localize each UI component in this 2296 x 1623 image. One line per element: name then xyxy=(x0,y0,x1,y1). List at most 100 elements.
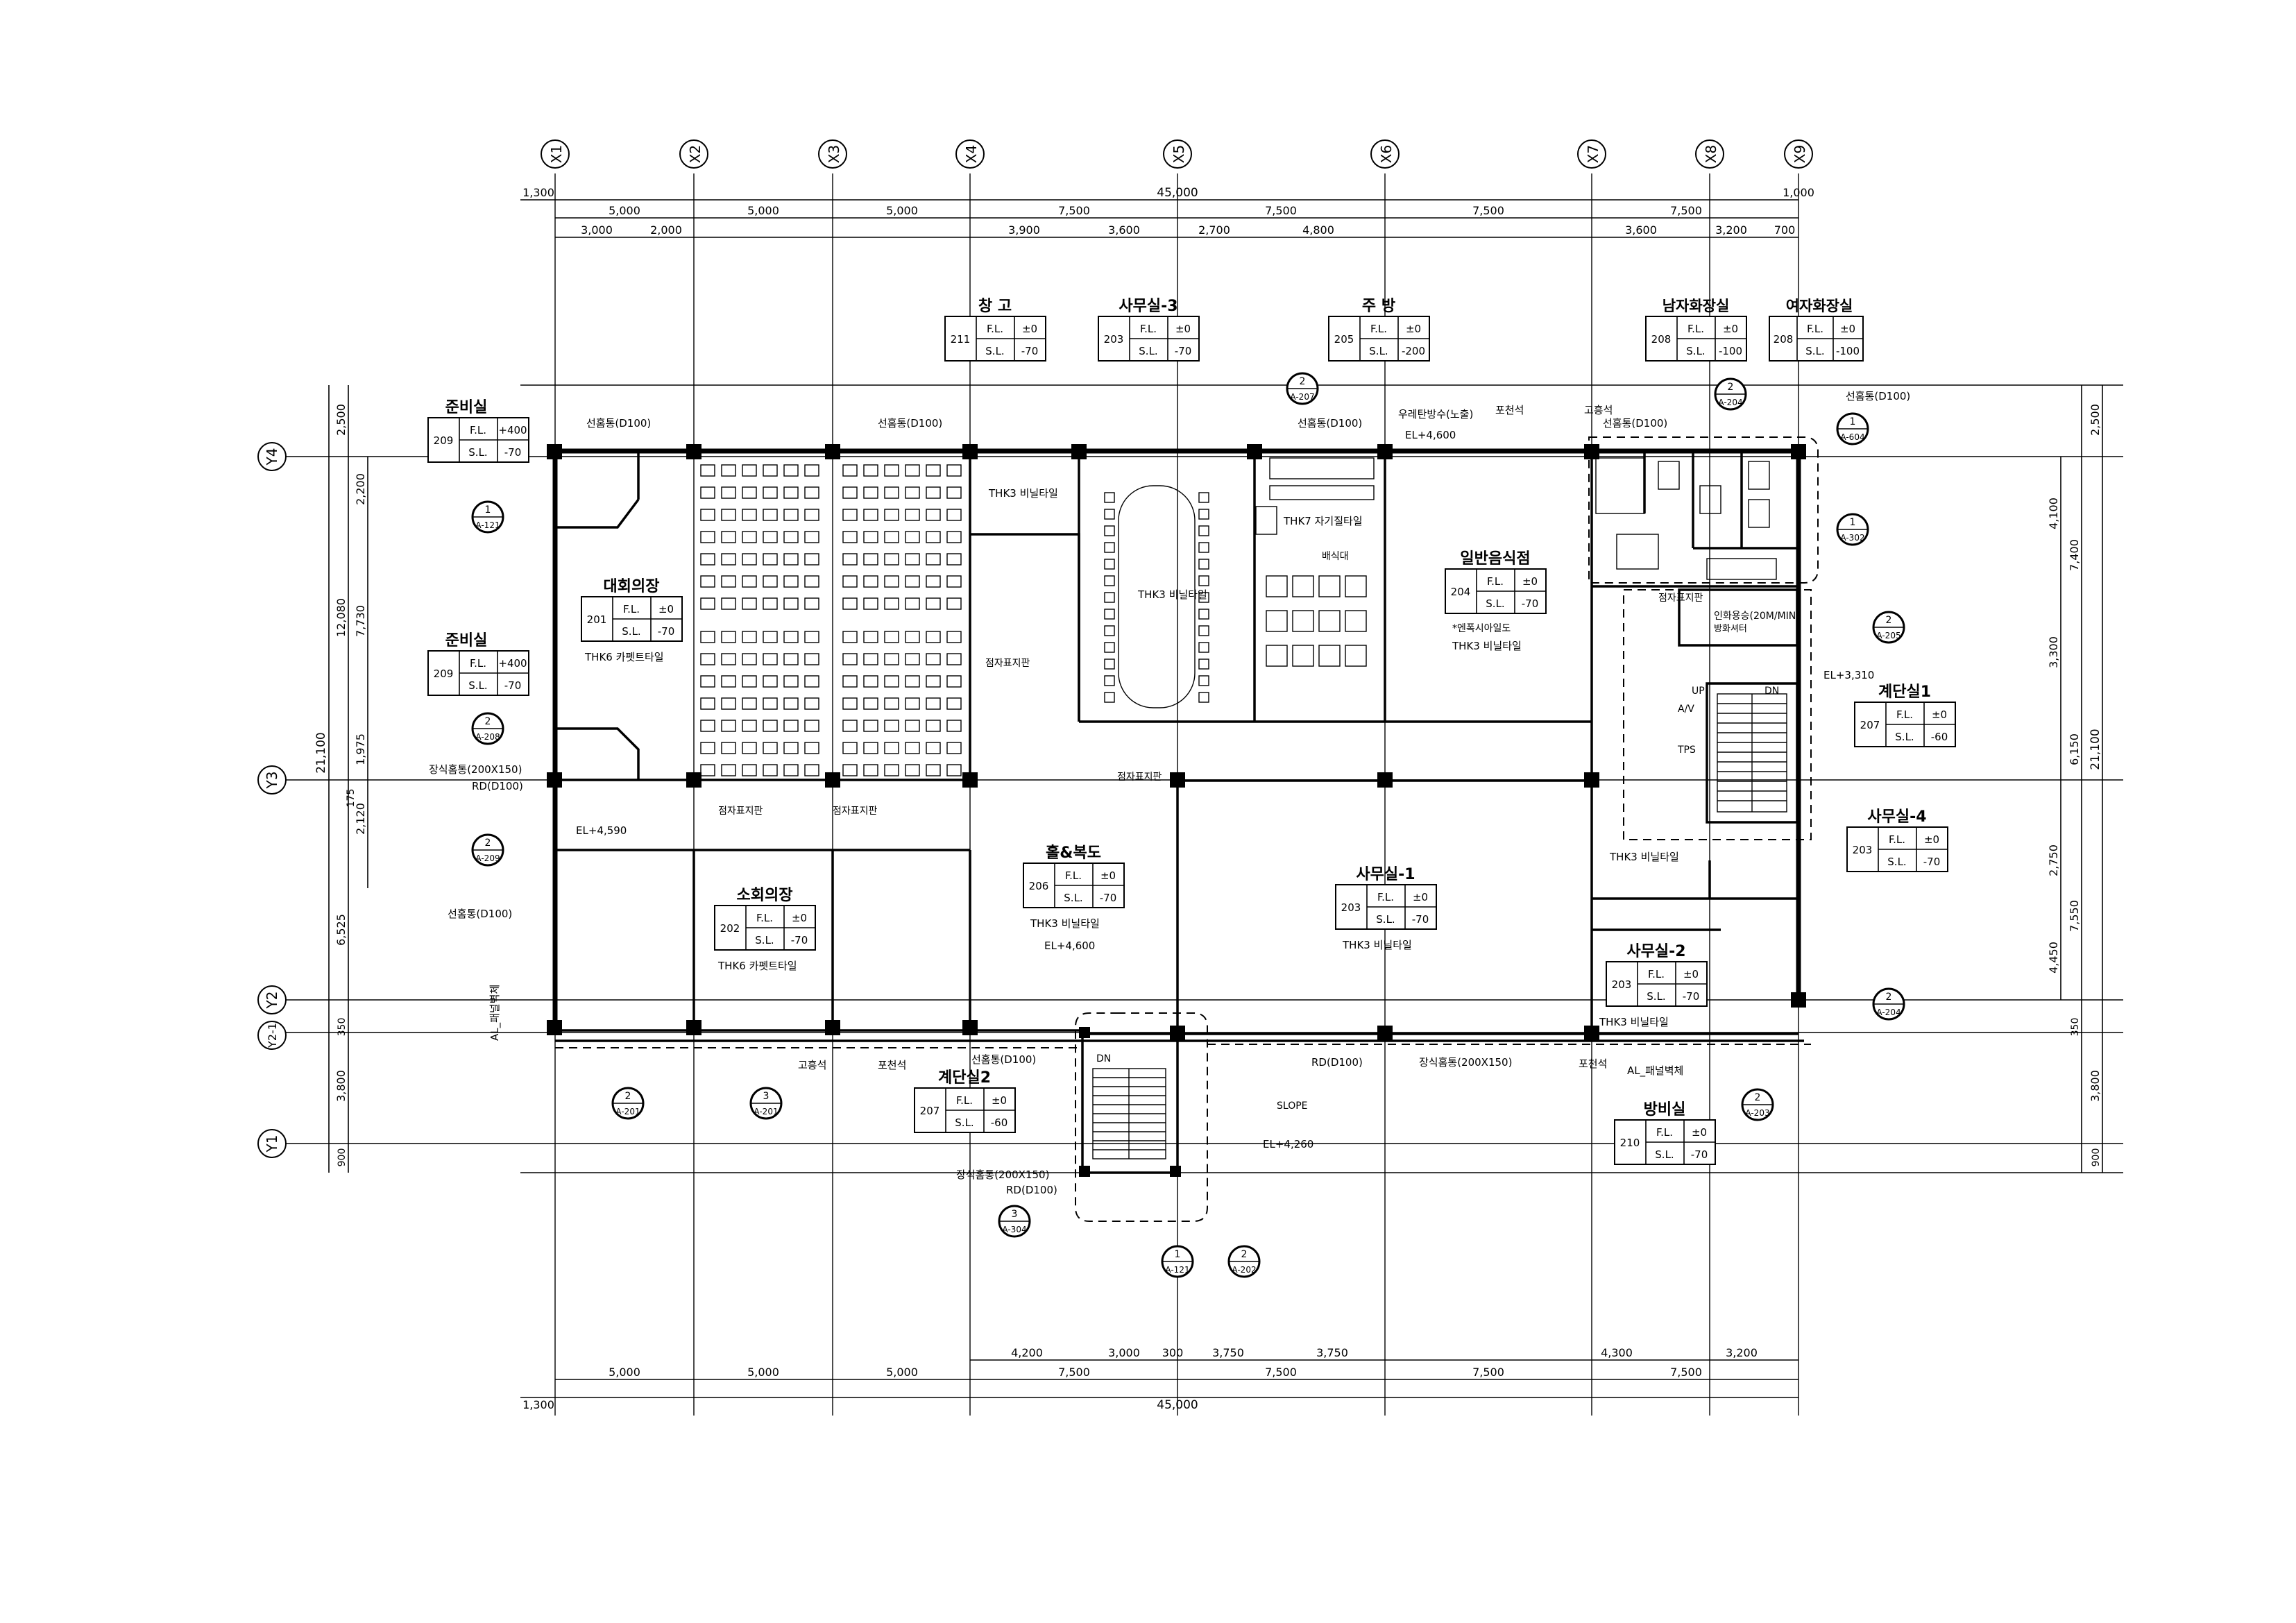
chair xyxy=(1198,675,1209,686)
svg-text:900: 900 xyxy=(2091,1148,2102,1167)
svg-text:7,500: 7,500 xyxy=(1265,204,1297,217)
chair xyxy=(1104,692,1115,703)
svg-text:-100: -100 xyxy=(1719,345,1742,357)
seat xyxy=(721,675,736,688)
svg-text:X6: X6 xyxy=(1378,145,1395,163)
svg-text:RD(D100): RD(D100) xyxy=(1311,1056,1363,1069)
svg-text:사무실-3: 사무실-3 xyxy=(1119,298,1177,315)
svg-text:1: 1 xyxy=(1850,416,1856,427)
svg-text:45,000: 45,000 xyxy=(1157,186,1198,200)
svg-text:2: 2 xyxy=(1300,376,1306,387)
seat xyxy=(804,553,819,566)
svg-text:포천석: 포천석 xyxy=(878,1059,906,1071)
seat xyxy=(721,597,736,610)
room-label-201: 대회의장 201 F.L. S.L. ±0 -70 THK6 카펫트타일 xyxy=(581,578,683,663)
seat xyxy=(742,464,757,477)
section-mark-3: 2A-209 xyxy=(471,833,504,867)
seat xyxy=(946,575,962,588)
svg-text:2,500: 2,500 xyxy=(334,404,348,436)
svg-text:장식홈통(200X150): 장식홈통(200X150) xyxy=(956,1169,1049,1181)
svg-text:준비실: 준비실 xyxy=(445,399,488,416)
seat xyxy=(763,464,778,477)
grid-bubble-x2: X2 xyxy=(679,139,708,169)
seat xyxy=(742,631,757,643)
seat xyxy=(783,486,799,499)
svg-text:*엔폭시아일도: *엔폭시아일도 xyxy=(1452,623,1511,634)
chair xyxy=(1198,592,1209,603)
seat xyxy=(804,575,819,588)
room-label-208b: 여자화장실 208 F.L. S.L. ±0 -100 xyxy=(1769,298,1864,362)
svg-text:3,900: 3,900 xyxy=(1008,223,1040,237)
svg-text:F.L.: F.L. xyxy=(1889,833,1905,846)
seat xyxy=(905,764,920,776)
svg-text:사무실-1: 사무실-1 xyxy=(1356,866,1415,883)
svg-text:X7: X7 xyxy=(1585,145,1601,163)
svg-text:F.L.: F.L. xyxy=(987,323,1003,335)
seat xyxy=(926,531,941,543)
seat xyxy=(742,764,757,776)
grid-bubble-y2-1: Y2-1 xyxy=(257,1021,287,1050)
svg-text:F.L.: F.L. xyxy=(470,424,486,436)
svg-text:5,000: 5,000 xyxy=(747,204,779,217)
svg-text:-70: -70 xyxy=(658,625,675,638)
svg-text:포천석: 포천석 xyxy=(1579,1057,1607,1070)
seat xyxy=(884,653,899,665)
seat xyxy=(700,597,715,610)
seat xyxy=(763,764,778,776)
svg-text:선홈통(D100): 선홈통(D100) xyxy=(1298,417,1362,430)
grid-bubble-x8: X8 xyxy=(1695,139,1724,169)
svg-text:2,500: 2,500 xyxy=(2089,404,2102,436)
chair xyxy=(1104,675,1115,686)
seat xyxy=(863,742,878,754)
chair xyxy=(1104,492,1115,503)
seat xyxy=(721,531,736,543)
section-mark-8: 2A-205 xyxy=(1872,611,1905,644)
svg-text:2: 2 xyxy=(625,1091,631,1102)
seat xyxy=(946,464,962,477)
svg-text:X4: X4 xyxy=(963,145,980,163)
seat xyxy=(763,531,778,543)
seat xyxy=(763,697,778,710)
section-mark-1: 1A-121 xyxy=(471,500,504,534)
svg-text:X2: X2 xyxy=(687,145,704,163)
room-label-209b: 준비실 209 F.L. S.L. +400 -70 xyxy=(427,632,529,696)
svg-text:점자표지판: 점자표지판 xyxy=(718,806,763,817)
room-label-203c: 사무실-3 203 F.L. S.L. ±0 -70 xyxy=(1098,298,1200,362)
grid-bubble-y3: Y3 xyxy=(257,765,287,794)
stair-1-treads xyxy=(1717,703,1787,801)
section-mark-15: 2A-204 xyxy=(1872,987,1905,1021)
seat xyxy=(700,697,715,710)
seat xyxy=(721,764,736,776)
seat xyxy=(842,631,858,643)
chair xyxy=(1104,642,1115,653)
svg-text:205: 205 xyxy=(1334,333,1354,346)
room-label-209a: 준비실 209 F.L. S.L. +400 -70 xyxy=(427,399,529,463)
seat xyxy=(742,675,757,688)
svg-text:±0: ±0 xyxy=(658,603,674,615)
svg-text:-70: -70 xyxy=(1175,345,1192,357)
svg-text:S.L.: S.L. xyxy=(468,446,487,459)
svg-text:X5: X5 xyxy=(1171,145,1187,163)
seat xyxy=(926,697,941,710)
svg-text:±0: ±0 xyxy=(1022,323,1037,335)
svg-text:DN: DN xyxy=(1764,686,1779,697)
seat xyxy=(700,720,715,732)
chair xyxy=(1104,592,1115,603)
seat xyxy=(946,742,962,754)
seat xyxy=(742,509,757,521)
seat xyxy=(884,697,899,710)
seat xyxy=(946,553,962,566)
svg-text:201: 201 xyxy=(587,613,607,626)
svg-text:±0: ±0 xyxy=(1175,323,1191,335)
svg-text:F.L.: F.L. xyxy=(756,912,773,924)
svg-text:TPS: TPS xyxy=(1677,745,1696,756)
seat xyxy=(700,631,715,643)
svg-text:2,200: 2,200 xyxy=(354,473,367,505)
svg-text:THK6 카펫트타일: THK6 카펫트타일 xyxy=(717,960,797,972)
room-label-208a: 남자화장실 208 F.L. S.L. ±0 -100 xyxy=(1645,298,1747,362)
svg-text:X1: X1 xyxy=(548,145,565,163)
seat xyxy=(783,742,799,754)
seat xyxy=(721,509,736,521)
seat xyxy=(742,720,757,732)
